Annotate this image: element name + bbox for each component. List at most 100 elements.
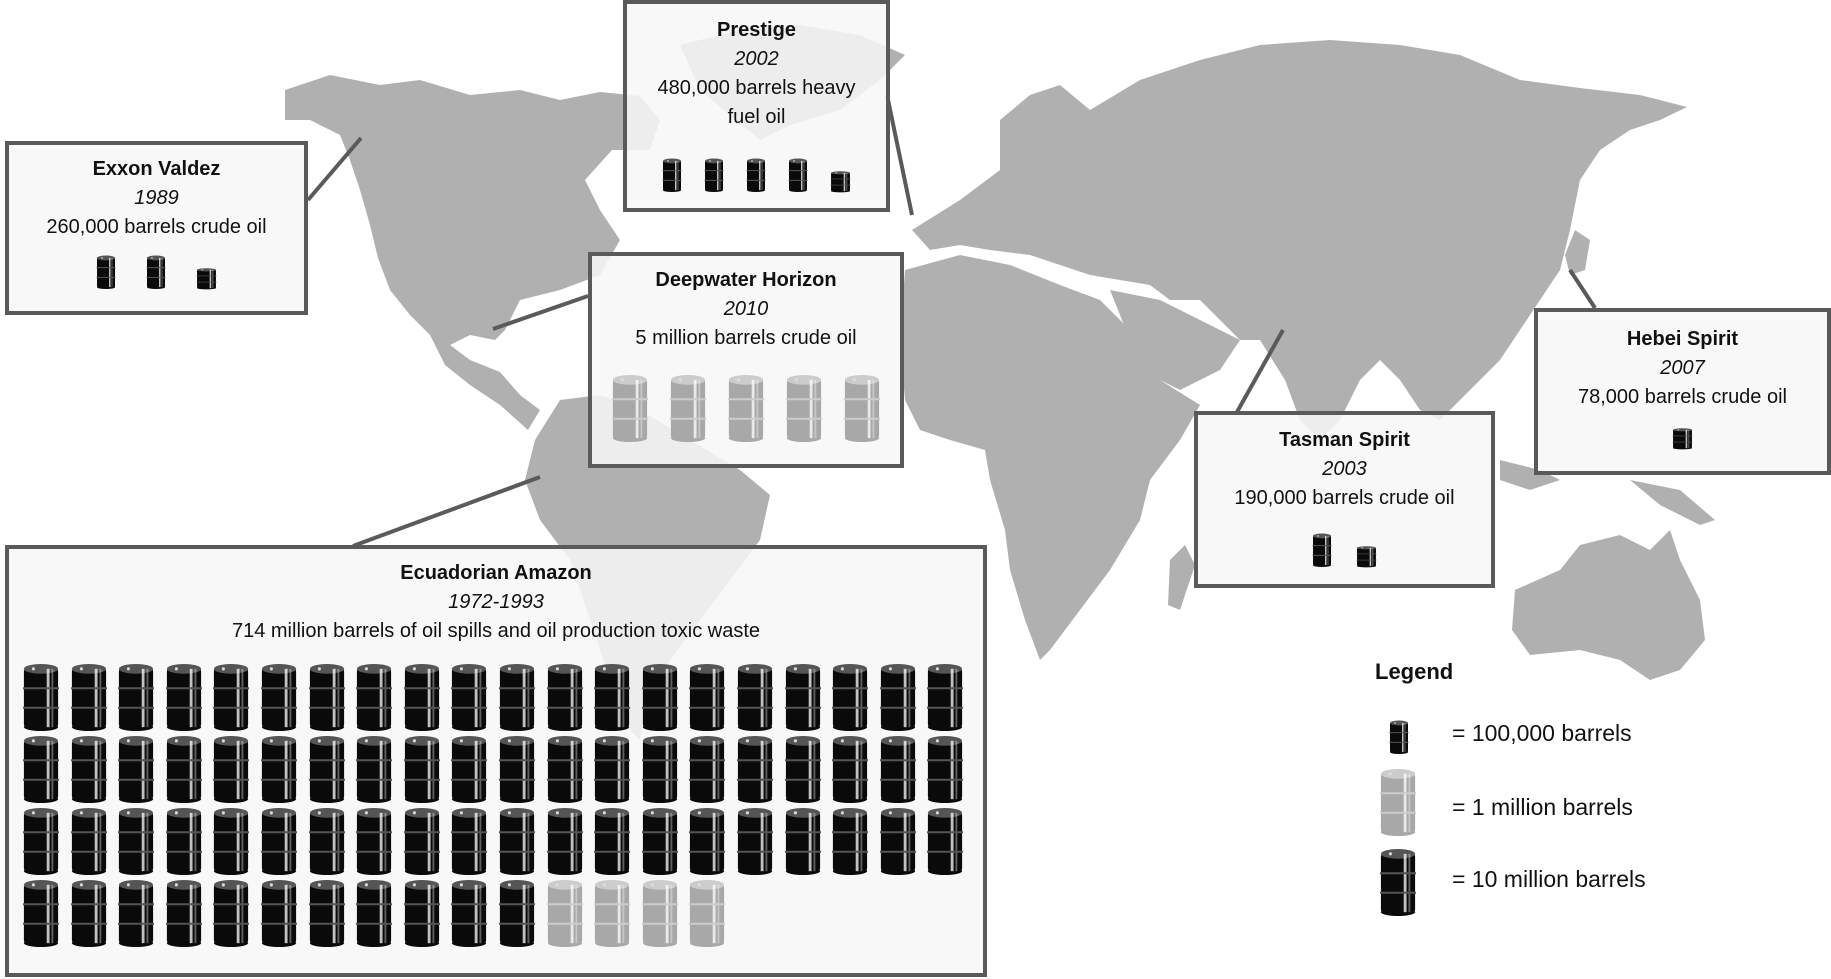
spill-amount: 78,000 barrels crude oil — [1577, 386, 1787, 408]
spill-year: 2003 — [1322, 458, 1367, 480]
large-black-barrel-icon — [927, 735, 964, 804]
spill-callout-hebei-spirit: Hebei Spirit 2007 78,000 barrels crude o… — [1534, 308, 1831, 475]
southeast-asia-islands — [1500, 460, 1715, 525]
spill-year: 1989 — [134, 187, 179, 209]
grey-barrel-icon — [641, 879, 678, 948]
small-black-barrel-icon — [96, 255, 116, 290]
large-black-barrel-icon — [641, 807, 678, 876]
legend-label: = 1 million barrels — [1452, 794, 1633, 820]
large-black-barrel-icon — [403, 663, 440, 732]
large-black-barrel-icon — [356, 735, 393, 804]
large-black-barrel-icon — [70, 663, 107, 732]
north-america-landmass — [285, 75, 660, 430]
large-black-barrel-icon — [546, 735, 583, 804]
small-black-barrel-icon — [788, 158, 808, 193]
large-black-barrel-icon — [1379, 848, 1417, 923]
large-black-barrel-icon — [784, 735, 821, 804]
grey-barrel-icon — [1379, 768, 1417, 837]
large-black-barrel-icon — [498, 663, 535, 732]
large-black-barrel-icon — [70, 807, 107, 876]
large-black-barrel-icon — [736, 735, 773, 804]
large-black-barrel-icon — [451, 663, 488, 732]
large-black-barrel-icon — [308, 735, 345, 804]
small-black-barrel-icon — [1389, 720, 1409, 760]
large-black-barrel-icon — [165, 663, 202, 732]
large-black-barrel-icon — [403, 879, 440, 948]
barrel-row — [592, 374, 900, 444]
large-black-barrel-icon — [213, 663, 250, 732]
legend-item-100k: = 100,000 barrels — [1340, 717, 1740, 787]
spill-amount: 190,000 barrels crude oil — [1234, 487, 1455, 509]
spill-name: Tasman Spirit — [1279, 429, 1410, 451]
small-black-barrel-icon — [1312, 533, 1332, 568]
large-black-barrel-icon — [832, 663, 869, 732]
spill-name: Deepwater Horizon — [655, 269, 837, 291]
large-black-barrel-icon — [832, 735, 869, 804]
large-black-barrel-icon — [879, 663, 916, 732]
grey-barrel-icon — [594, 879, 631, 948]
barrel-row — [9, 255, 304, 290]
large-black-barrel-icon — [927, 663, 964, 732]
large-black-barrel-icon — [451, 879, 488, 948]
large-black-barrel-icon — [832, 807, 869, 876]
large-black-barrel-icon — [1379, 848, 1417, 917]
large-black-barrel-icon — [641, 663, 678, 732]
large-black-barrel-icon — [689, 807, 726, 876]
partial-barrel-icon — [196, 268, 217, 290]
spill-name: Hebei Spirit — [1626, 328, 1739, 350]
large-black-barrel-icon — [356, 879, 393, 948]
spill-callout-exxon-valdez: Exxon Valdez 1989 260,000 barrels crude … — [5, 141, 308, 315]
legend-item-1m: = 1 million barrels — [1340, 768, 1740, 838]
large-black-barrel-icon — [784, 807, 821, 876]
legend-title: Legend — [1375, 659, 1454, 684]
small-black-barrel-icon — [146, 255, 166, 290]
large-black-barrel-icon — [546, 663, 583, 732]
australia-landmass — [1512, 530, 1705, 680]
spill-amount: 714 million barrels of oil spills and oi… — [231, 620, 761, 642]
large-black-barrel-icon — [879, 807, 916, 876]
large-black-barrel-icon — [260, 879, 298, 948]
small-black-barrel-icon — [746, 158, 766, 193]
barrel-row — [627, 158, 886, 193]
barrel-row — [1538, 428, 1827, 450]
eurasia-landmass — [912, 40, 1687, 440]
large-black-barrel-icon — [22, 807, 60, 876]
large-black-barrel-icon — [403, 807, 440, 876]
large-black-barrel-icon — [594, 735, 631, 804]
large-black-barrel-icon — [356, 807, 393, 876]
grey-barrel-icon — [1379, 768, 1417, 843]
large-black-barrel-icon — [70, 879, 107, 948]
large-black-barrel-icon — [308, 879, 345, 948]
large-black-barrel-icon — [403, 735, 440, 804]
madagascar-landmass — [1168, 545, 1195, 610]
large-black-barrel-icon — [546, 807, 583, 876]
large-black-barrel-icon — [498, 735, 535, 804]
large-black-barrel-icon — [165, 807, 202, 876]
small-black-barrel-icon — [662, 158, 682, 193]
large-black-barrel-icon — [641, 735, 678, 804]
large-black-barrel-icon — [213, 735, 250, 804]
large-black-barrel-icon — [594, 807, 631, 876]
large-black-barrel-icon — [165, 879, 202, 948]
japan-landmass — [1565, 230, 1590, 275]
large-black-barrel-icon — [498, 879, 535, 948]
large-black-barrel-icon — [118, 663, 155, 732]
large-black-barrel-icon — [736, 663, 773, 732]
partial-barrel-icon — [1356, 546, 1377, 568]
large-black-barrel-icon — [165, 735, 202, 804]
partial-barrel-icon — [830, 171, 851, 193]
barrel-row — [1198, 533, 1491, 568]
large-black-barrel-icon — [118, 879, 155, 948]
large-black-barrel-icon — [213, 807, 250, 876]
small-black-barrel-icon — [704, 158, 724, 193]
legend: Legend = 100,000 barrels = 1 million bar… — [1340, 655, 1740, 955]
spill-year: 2007 — [1660, 357, 1705, 379]
spill-name: Ecuadorian Amazon — [400, 562, 592, 584]
large-black-barrel-icon — [308, 663, 345, 732]
legend-label: = 10 million barrels — [1452, 866, 1646, 892]
large-black-barrel-icon — [118, 735, 155, 804]
large-black-barrel-icon — [260, 735, 298, 804]
large-black-barrel-icon — [498, 807, 535, 876]
large-black-barrel-icon — [118, 807, 155, 876]
